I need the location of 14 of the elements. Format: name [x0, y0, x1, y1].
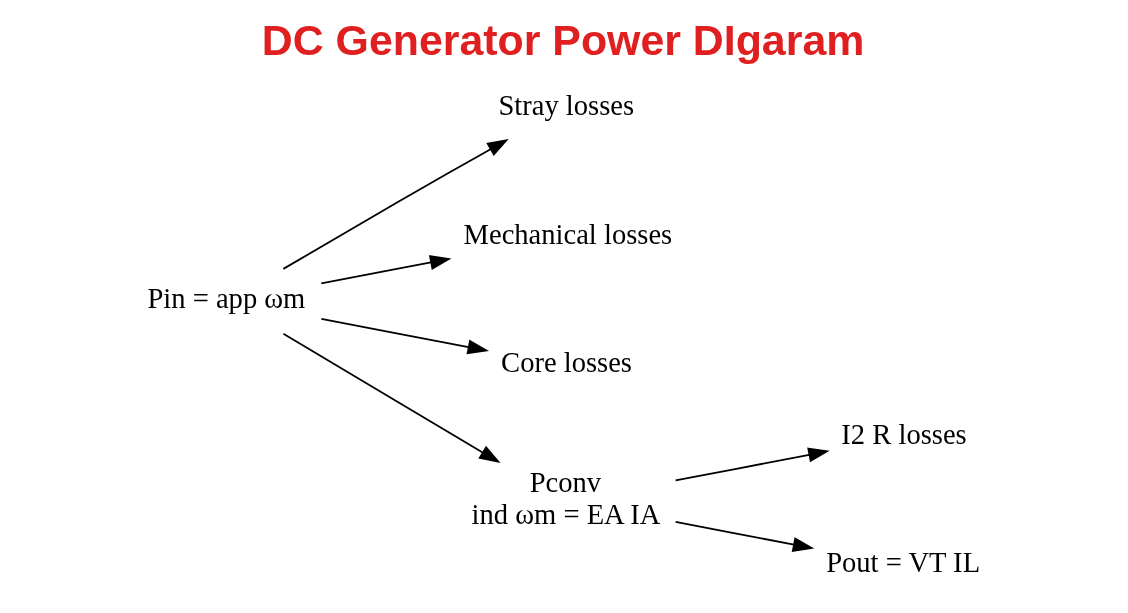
- arrow: [319, 318, 489, 355]
- arrow: [674, 521, 814, 552]
- diagram-title: DC Generator Power DIgaram: [261, 16, 864, 65]
- arrow: [282, 332, 501, 464]
- arrow: [282, 139, 509, 270]
- node-text: Mechanical losses: [463, 218, 672, 250]
- node-text: Pconv ind ωm = EA IA: [471, 466, 660, 531]
- node-text: I2 R losses: [840, 418, 967, 450]
- arrow: [319, 255, 451, 285]
- node-text: Pout = VT IL: [825, 547, 980, 579]
- node-text: Core losses: [500, 347, 632, 379]
- node-text: Stray losses: [497, 90, 634, 122]
- node-text: Pin = app ωm: [146, 282, 305, 314]
- arrow: [674, 447, 830, 482]
